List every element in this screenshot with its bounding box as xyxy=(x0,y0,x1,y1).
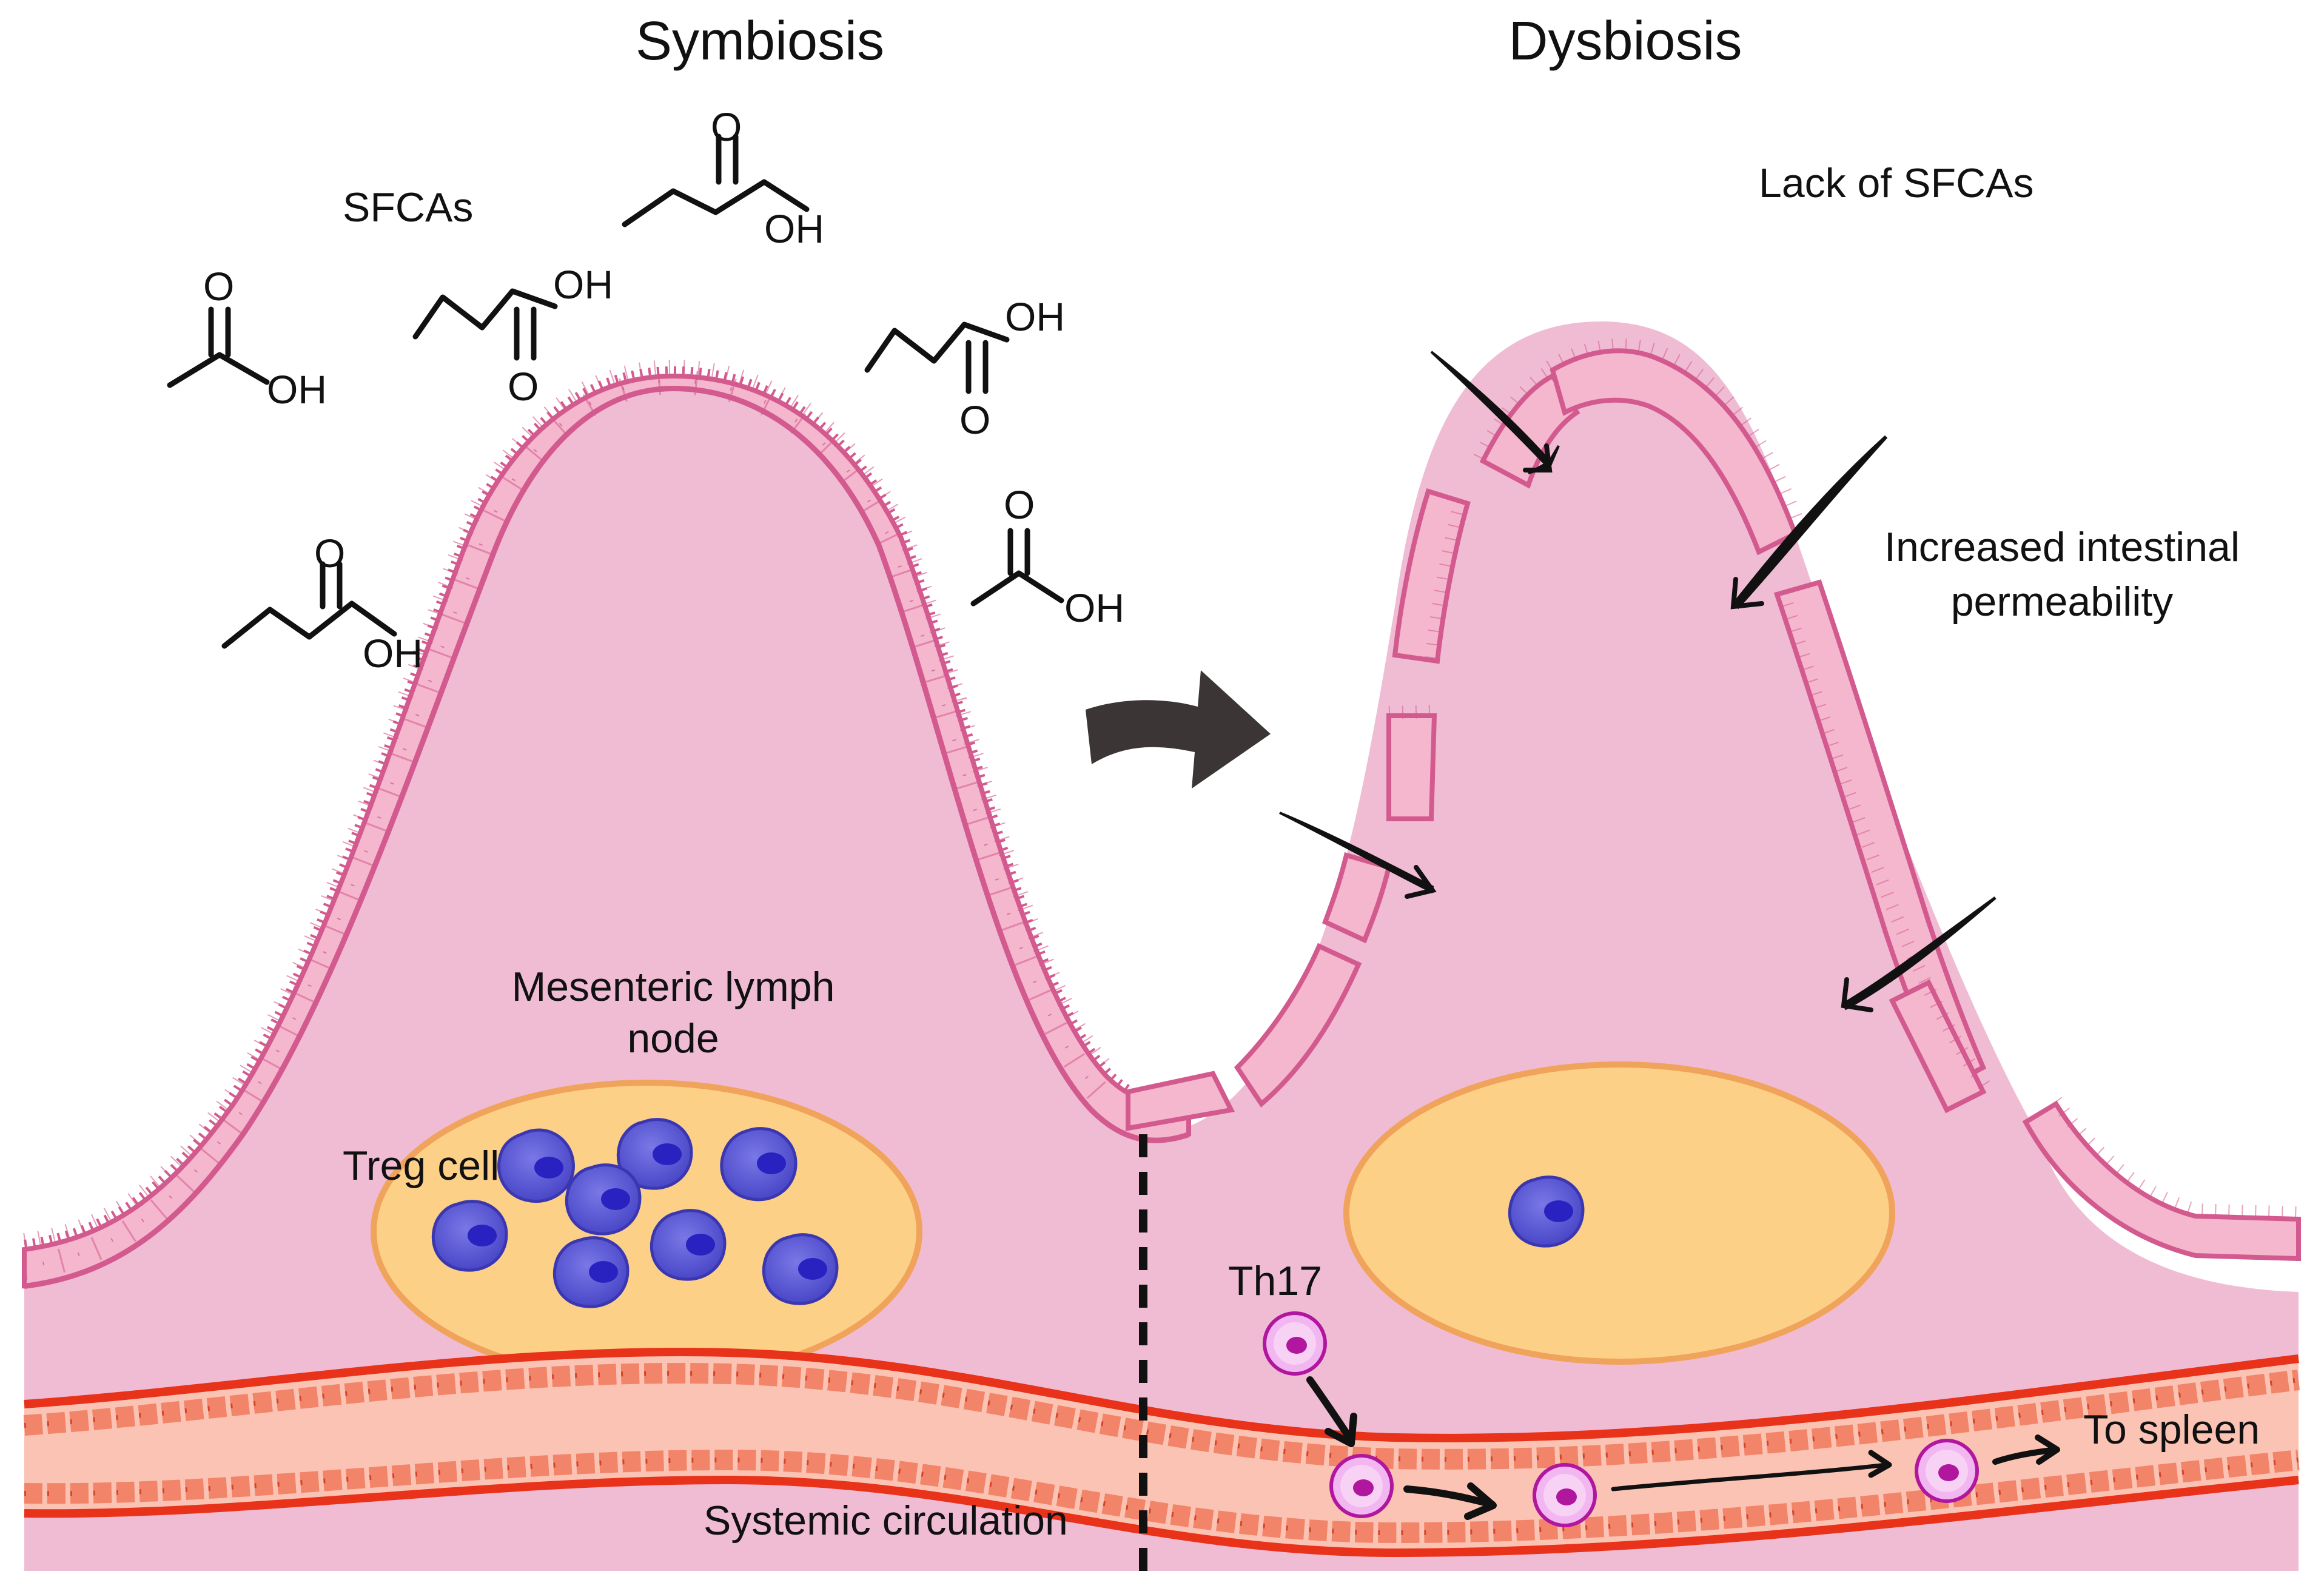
th17-cell xyxy=(1329,1454,1394,1518)
svg-text:OH: OH xyxy=(267,367,327,412)
th17-cell xyxy=(1915,1439,1979,1503)
svg-text:OH: OH xyxy=(1064,585,1124,630)
label-sfcas: SFCAs xyxy=(343,184,473,230)
title-dysbiosis: Dysbiosis xyxy=(1508,11,1742,72)
epithelium-intact xyxy=(22,359,1191,1289)
label-systemic-circulation: Systemic circulation xyxy=(704,1498,1068,1544)
th17-cells xyxy=(1263,1311,1979,1527)
svg-text:O: O xyxy=(508,364,539,409)
treg-cell xyxy=(762,1233,839,1305)
acetic-acid-molecule-right: O OH xyxy=(970,482,1124,630)
svg-text:OH: OH xyxy=(764,206,824,251)
svg-text:O: O xyxy=(1004,482,1035,527)
svg-text:O: O xyxy=(959,397,990,442)
label-treg-cell: Treg cell xyxy=(343,1143,499,1189)
transition-arrow-icon xyxy=(1086,670,1271,789)
title-symbiosis: Symbiosis xyxy=(636,11,884,72)
treg-cell xyxy=(616,1118,693,1190)
svg-text:OH: OH xyxy=(363,631,423,676)
acetic-acid-molecule: O OH xyxy=(167,264,327,412)
svg-text:OH: OH xyxy=(553,262,613,307)
butyric-acid-molecule-mid: O OH xyxy=(412,262,613,409)
treg-cells xyxy=(431,1118,1585,1308)
treg-cell xyxy=(720,1127,798,1202)
treg-cell xyxy=(1508,1175,1585,1248)
migration-arrows xyxy=(1306,1376,2060,1520)
svg-text:O: O xyxy=(711,104,742,149)
label-to-spleen: To spleen xyxy=(2083,1407,2260,1453)
label-permeability-line2: permeability xyxy=(1951,579,2174,625)
epithelium-damaged xyxy=(1126,348,2301,1262)
permeability-arrows xyxy=(1279,351,1997,1012)
lymph-node-dysbiosis xyxy=(1343,1061,1895,1365)
label-th17: Th17 xyxy=(1228,1258,1322,1304)
treg-cell xyxy=(650,1209,727,1281)
butyric-acid-molecule-top: O OH xyxy=(622,104,824,251)
treg-cell xyxy=(431,1200,508,1272)
th17-cell xyxy=(1533,1463,1597,1527)
label-lack-of-sfcas: Lack of SFCAs xyxy=(1759,160,2034,206)
butyric-acid-molecule-right: O OH xyxy=(864,294,1065,442)
th17-cell xyxy=(1263,1311,1327,1376)
svg-text:O: O xyxy=(203,264,234,309)
blood-vessel xyxy=(23,1348,2300,1558)
butyric-acid-molecule-lower: O OH xyxy=(221,531,423,676)
label-permeability-line1: Increased intestinal xyxy=(1884,524,2240,570)
treg-cell xyxy=(497,1128,575,1203)
label-lymph-node-line1: Mesenteric lymph xyxy=(512,964,835,1010)
svg-text:O: O xyxy=(314,531,345,576)
treg-cell xyxy=(565,1163,642,1236)
label-lymph-node-line2: node xyxy=(627,1015,719,1061)
treg-cell xyxy=(552,1236,630,1308)
svg-text:OH: OH xyxy=(1005,294,1065,339)
